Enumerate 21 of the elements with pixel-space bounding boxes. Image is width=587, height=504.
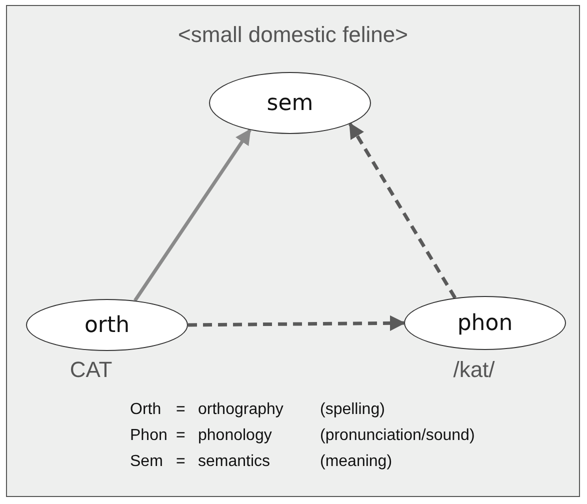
- definition-text: phonology: [198, 426, 273, 446]
- node-caption: <small domestic feline>: [178, 22, 408, 48]
- definition-text: =: [176, 400, 186, 420]
- arrow: [188, 315, 406, 331]
- node-caption: CAT: [70, 357, 112, 383]
- node-caption: /kat/: [453, 357, 495, 383]
- definition-text: (pronunciation/sound): [320, 426, 475, 446]
- definition-text: Phon: [130, 426, 168, 446]
- definition-text: (spelling): [320, 400, 386, 420]
- node-label: orth: [84, 312, 130, 338]
- definition-text: (meaning): [320, 452, 394, 472]
- definition-text: =: [176, 452, 186, 472]
- definition-text: orthography: [198, 400, 284, 420]
- definition-text: semantics: [198, 452, 272, 472]
- definition-text: =: [176, 426, 186, 446]
- node-label: sem: [266, 90, 314, 116]
- arrow: [348, 122, 457, 299]
- arrow: [134, 128, 252, 302]
- node-label: phon: [457, 310, 513, 336]
- definition-text: Sem: [130, 452, 164, 472]
- definition-text: Orth: [130, 400, 162, 420]
